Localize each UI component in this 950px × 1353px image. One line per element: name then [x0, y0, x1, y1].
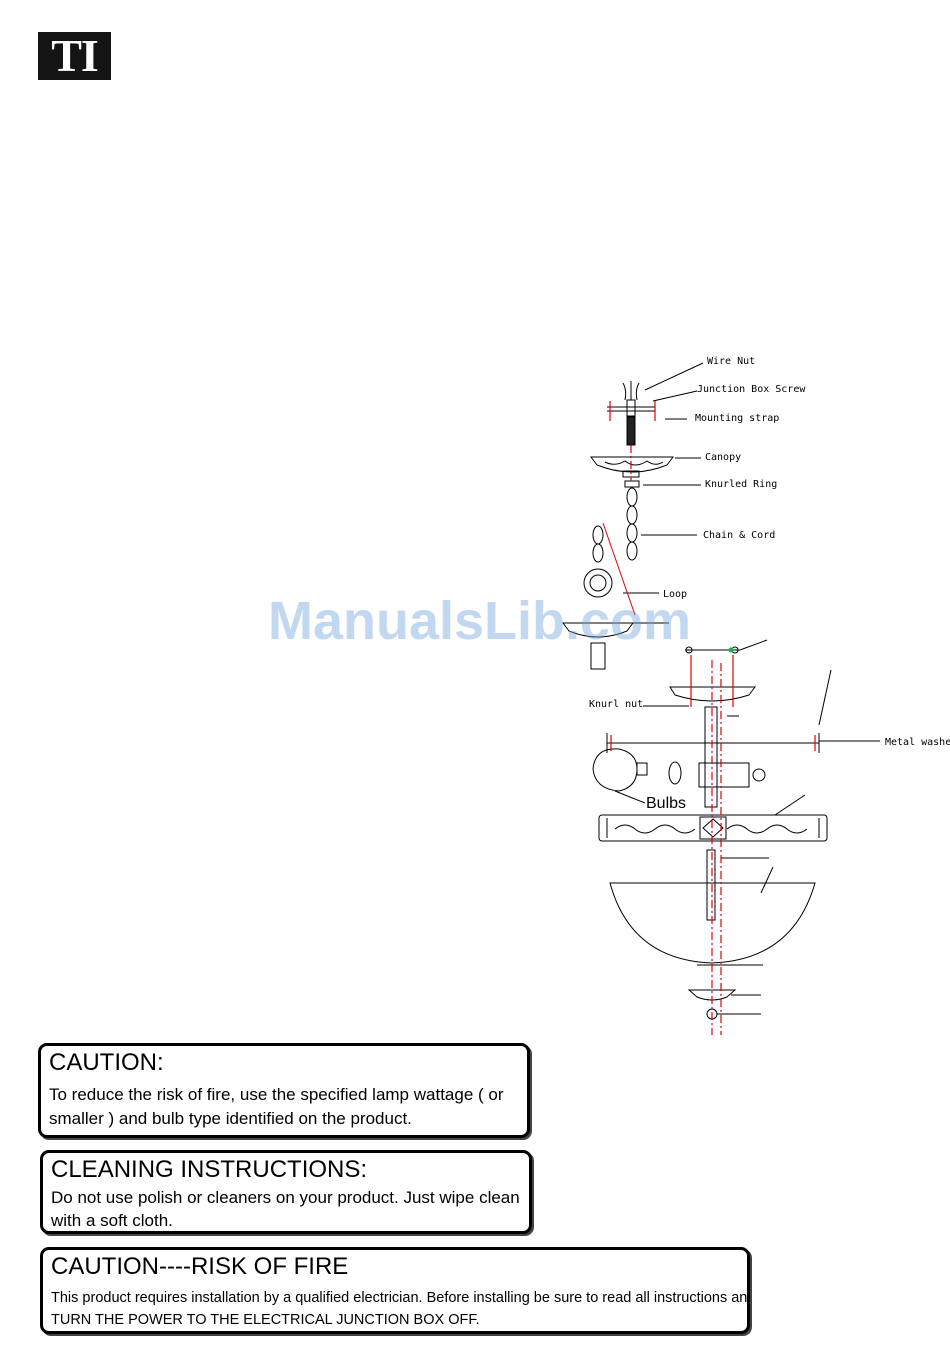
label-bulbs: Bulbs	[646, 795, 687, 812]
risk-of-fire-title: CAUTION----RISK OF FIRE	[51, 1253, 349, 1280]
cleaning-title: CLEANING INSTRUCTIONS:	[51, 1156, 368, 1183]
label-mounting-strap: Mounting strap	[695, 413, 780, 424]
caution-title: CAUTION:	[49, 1049, 164, 1076]
label-knurl-nut: Knurl nut	[589, 699, 644, 710]
risk-of-fire-text-line1: This product requires installation by a …	[51, 1290, 750, 1306]
cleaning-box: CLEANING INSTRUCTIONS: Do not use polish…	[40, 1150, 532, 1234]
label-junction-box-screw: Junction Box Screw	[697, 384, 806, 395]
risk-of-fire-box: CAUTION----RISK OF FIRE This product req…	[40, 1247, 750, 1334]
fixture-exploded-diagram: Wire Nut Junction Box Screw Mounting str…	[555, 345, 950, 1035]
brand-logo: TI	[38, 32, 111, 80]
label-metal-washer: Metal washe	[885, 737, 950, 748]
caution-text: To reduce the risk of fire, use the spec…	[49, 1085, 504, 1128]
watermark: ManualsLib.com	[268, 591, 692, 651]
label-chain-cord: Chain & Cord	[703, 530, 776, 541]
risk-of-fire-text-line2: TURN THE POWER TO THE ELECTRICAL JUNCTIO…	[51, 1312, 480, 1328]
label-loop: Loop	[663, 589, 688, 600]
label-knurled-ring: Knurled Ring	[705, 479, 778, 490]
diagram-drawing	[562, 362, 880, 1035]
cleaning-text: Do not use polish or cleaners on your pr…	[51, 1188, 520, 1230]
caution-box: CAUTION: To reduce the risk of fire, use…	[38, 1043, 530, 1138]
label-wire-nut: Wire Nut	[707, 356, 756, 367]
label-canopy: Canopy	[705, 452, 742, 463]
